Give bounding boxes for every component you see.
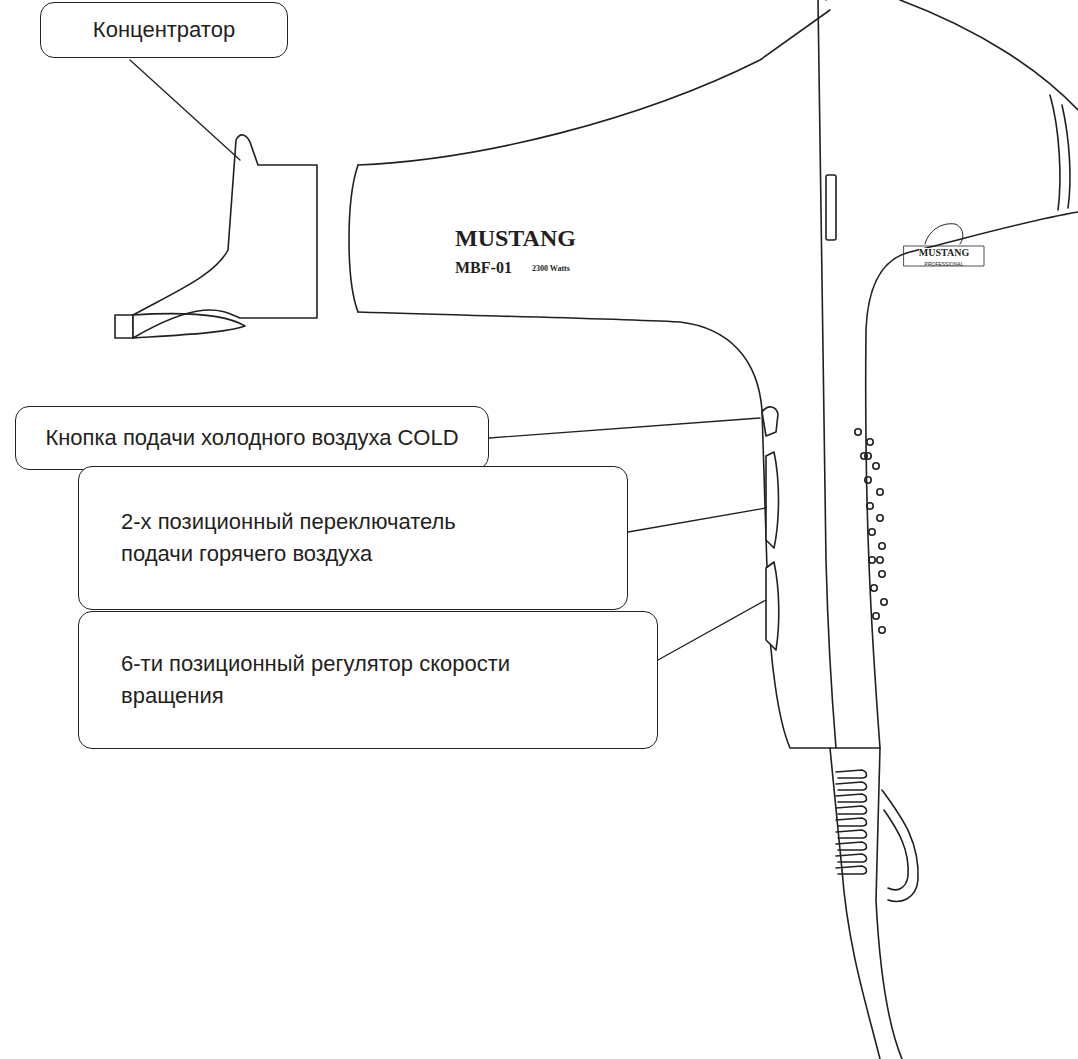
power-rating: 2300 Watts xyxy=(532,265,570,273)
vent-hole xyxy=(867,503,873,509)
logo-brand: MUSTANG xyxy=(919,248,969,258)
concentrator-nozzle xyxy=(115,135,317,338)
cord-rib xyxy=(836,782,867,790)
callout-text: Концентратор xyxy=(93,14,235,46)
callout-box: Кнопка подачи холодного воздуха COLD xyxy=(15,406,489,470)
cord-rib xyxy=(836,770,867,778)
vent-hole xyxy=(867,439,873,445)
vent-hole xyxy=(879,627,885,633)
vent-hole xyxy=(877,489,883,495)
vent-holes xyxy=(855,429,887,633)
vent-hole xyxy=(877,515,883,521)
vent-hole xyxy=(871,585,877,591)
callout-box: 2-х позиционный переключатель подачи гор… xyxy=(78,466,628,610)
cord-rib xyxy=(836,854,867,862)
model-number: MBF-01 xyxy=(455,260,512,276)
vent-hole xyxy=(877,557,883,563)
cord-rib xyxy=(836,818,867,826)
cord-ribs xyxy=(836,770,867,874)
cord-rib xyxy=(836,794,867,802)
callout-text: 2-х позиционный переключатель подачи гор… xyxy=(121,506,521,570)
vent-hole xyxy=(881,599,887,605)
vent-hole xyxy=(865,477,871,483)
logo-horse xyxy=(925,224,963,244)
cord-rib xyxy=(836,806,867,814)
vent-hole xyxy=(873,613,879,619)
callout-box: 6-ти позиционный регулятор скорости вращ… xyxy=(78,611,658,749)
vent-hole xyxy=(869,557,875,563)
logo-subtitle: PROFESSIONAL xyxy=(925,262,964,267)
callout-box: Концентратор xyxy=(40,2,288,58)
vent-hole xyxy=(879,571,885,577)
brand-name: MUSTANG xyxy=(455,226,576,250)
vent-hole xyxy=(855,429,861,435)
cord-rib xyxy=(836,842,867,850)
cord-rib xyxy=(836,830,867,838)
logo-frame xyxy=(904,246,984,266)
vent-hole xyxy=(869,529,875,535)
vent-hole xyxy=(865,453,871,459)
vent-hole xyxy=(879,543,885,549)
cord-rib xyxy=(836,866,867,874)
vent-hole xyxy=(873,463,879,469)
callout-text: 6-ти позиционный регулятор скорости вращ… xyxy=(121,648,521,712)
callout-text: Кнопка подачи холодного воздуха COLD xyxy=(45,422,458,454)
